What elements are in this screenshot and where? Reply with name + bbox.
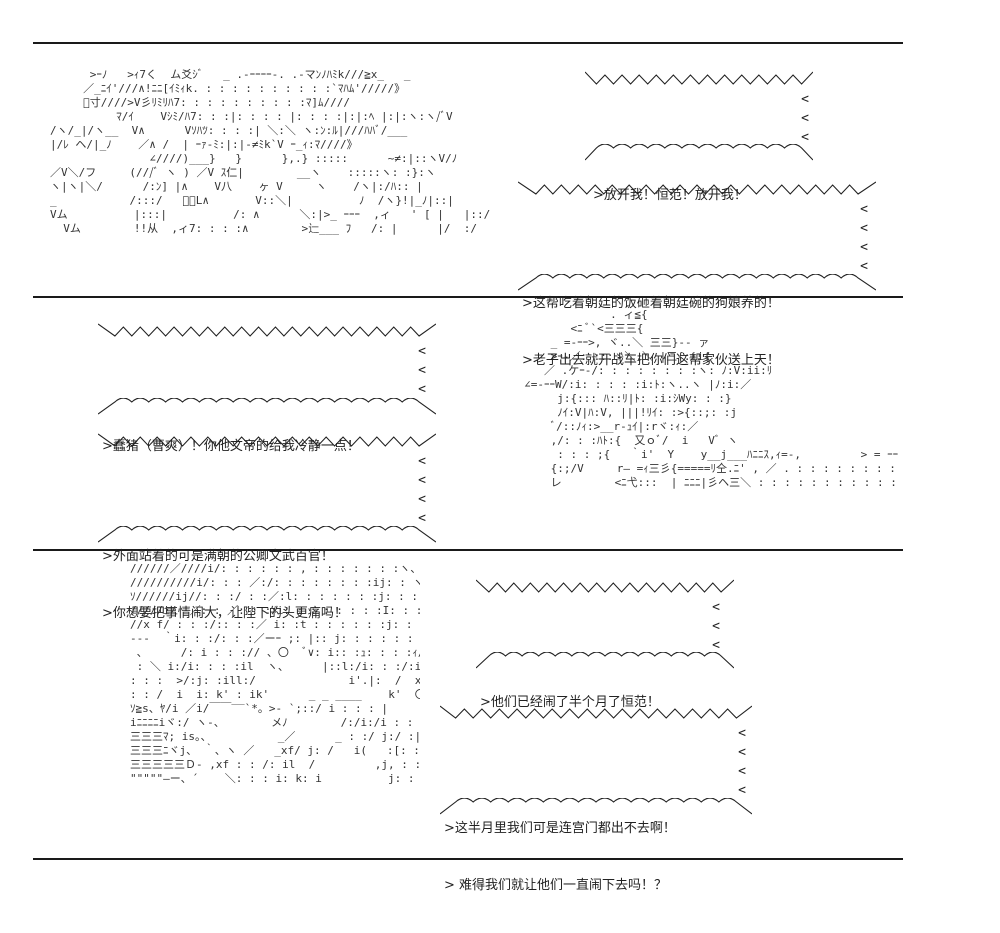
bubble-bottom-edge <box>98 398 436 416</box>
bubble-bottom-edge <box>585 144 813 162</box>
bubble-line: >这帮吃着朝廷的饭砸着朝廷碗的狗娘养的！ <box>522 296 780 311</box>
bubble-right-edge: <<< <box>801 92 809 145</box>
bubble-text: >这半月里我们可是连宫门都出不去啊！ > 难得我们就让他们一直闹下去吗！？ <box>444 724 676 933</box>
bubble-zigzag-edge <box>98 434 436 446</box>
panel-1-ascii-art: >ｰﾉ >ｨ7く ム爻ｼﾞ _ .-ｰｰｰｰ-. .-マﾝﾉﾊﾐk///≧x_ … <box>50 68 491 235</box>
bubble-right-edge: <<< <box>712 600 720 653</box>
bubble-right-edge: <<<< <box>860 202 868 274</box>
divider-2 <box>33 549 903 551</box>
panel-2-ascii-art: . ィ≦{ <ﾆ ﾞ`<三三三{ _ =-ｰｰ>, ヾ..＼ 三三}-- ァ >… <box>524 308 899 489</box>
bubble-top-edge <box>476 578 734 596</box>
panel-3-ascii-art: //////／////i/: : : : : : , : : : : : : :… <box>130 562 420 785</box>
divider-1 <box>33 296 903 298</box>
bubble-line: >蠢猪（曹爽）！你他文帝的给我冷静一点！ <box>102 439 360 454</box>
bubble-line: > 难得我们就让他们一直闹下去吗！？ <box>444 878 668 893</box>
bubble-zigzag-edge <box>440 706 752 718</box>
bubble-bottom-edge <box>518 274 876 292</box>
bubble-line <box>444 762 676 781</box>
bubble-line: >他们已经闹了半个月了恒范！ <box>480 695 660 710</box>
panel-3-speech-bubble-2: >这半月里我们可是连宫门都出不去啊！ > 难得我们就让他们一直闹下去吗！？ <<… <box>440 704 752 893</box>
bubble-right-edge: <<<< <box>418 454 426 526</box>
bubble-line: >老子出去就开战车把你们这帮家伙送上天！ <box>522 353 780 368</box>
panel-1-speech-bubble-2: >这帮吃着朝廷的饭砸着朝廷碗的狗娘养的！ >老子出去就开战车把你们这帮家伙送上天… <box>518 180 876 368</box>
bubble-line <box>522 238 780 256</box>
bubble-line <box>102 380 360 399</box>
bubble-text: >他们已经闹了半个月了恒范！ <box>480 598 660 807</box>
bubble-scallop-edge <box>440 798 752 814</box>
bubble-line: >你想要把事情闹大，让陛下的头更痛吗！ <box>102 606 347 621</box>
bubble-line: >这半月里我们可是连宫门都出不去啊！ <box>444 821 676 836</box>
bubble-zigzag-edge <box>98 324 436 336</box>
bubble-scallop-edge <box>518 274 876 290</box>
bubble-line: >外面站着的可是满朝的公卿文武百官！ <box>102 549 334 564</box>
bubble-text: >蠢猪（曹爽）！你他文帝的给我冷静一点！ <box>102 342 360 551</box>
bubble-text: >外面站着的可是满朝的公卿文武百官！ >你想要把事情闹大，让陛下的头更痛吗！ <box>102 452 347 661</box>
bubble-top-edge <box>585 70 813 88</box>
bubble-scallop-edge <box>476 652 734 668</box>
bubble-line: >放开我！恒范！放开我！ <box>593 188 747 203</box>
bubble-right-edge: <<<< <box>738 726 746 798</box>
bubble-scallop-edge <box>98 526 436 542</box>
bubble-bottom-edge <box>98 526 436 544</box>
bubble-top-edge <box>98 432 436 450</box>
bubble-bottom-edge <box>476 652 734 670</box>
bubble-top-edge <box>98 322 436 340</box>
bubble-zigzag-edge <box>518 182 876 194</box>
bubble-top-edge <box>440 704 752 722</box>
bubble-top-edge <box>518 180 876 198</box>
divider-top <box>33 42 903 44</box>
panel-2-speech-bubble-1: >蠢猪（曹爽）！你他文帝的给我冷静一点！ <<< <box>98 322 436 454</box>
bubble-right-edge: <<< <box>418 344 426 397</box>
bubble-bottom-edge <box>440 798 752 816</box>
panel-1-speech-bubble-1: >放开我！恒范！放开我！ <<< <box>585 70 813 203</box>
bubble-line <box>102 490 347 509</box>
bubble-scallop-edge <box>585 144 813 160</box>
bubble-text: >这帮吃着朝廷的饭砸着朝廷碗的狗娘养的！ >老子出去就开战车把你们这帮家伙送上天… <box>522 200 780 408</box>
divider-bottom <box>33 858 903 860</box>
bubble-text: >放开我！恒范！放开我！ <box>593 91 747 300</box>
bubble-scallop-edge <box>98 398 436 414</box>
bubble-zigzag-edge <box>476 580 734 592</box>
bubble-zigzag-edge <box>585 72 813 84</box>
panel-2-speech-bubble-2: >外面站着的可是满朝的公卿文武百官！ >你想要把事情闹大，让陛下的头更痛吗！ <… <box>98 432 436 621</box>
panel-3-speech-bubble-1: >他们已经闹了半个月了恒范！ <<< <box>476 578 734 710</box>
